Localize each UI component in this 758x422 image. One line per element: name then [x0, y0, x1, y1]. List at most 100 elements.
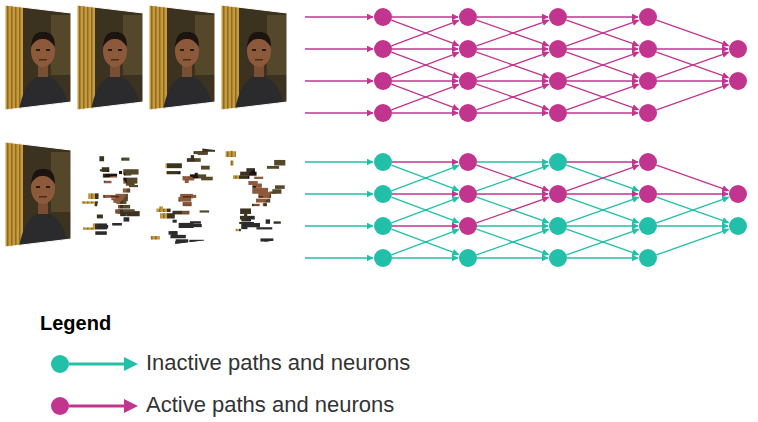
network-path	[656, 165, 728, 191]
neuron	[459, 8, 477, 26]
network-path	[566, 20, 638, 46]
video-frame	[149, 5, 217, 110]
network-path	[392, 193, 458, 194]
video-frame	[5, 5, 73, 110]
video-frame	[77, 5, 145, 110]
network-path	[477, 16, 548, 17]
legend-swatch	[48, 394, 140, 418]
network-path	[476, 84, 548, 110]
neuron	[549, 72, 567, 90]
network-path	[566, 229, 638, 255]
neuron	[374, 217, 392, 235]
neural-network	[305, 153, 747, 267]
network-path	[391, 21, 458, 46]
neuron	[639, 104, 657, 122]
network-path	[567, 112, 638, 113]
network-path	[391, 230, 458, 255]
neuron	[374, 153, 392, 171]
video-frame	[221, 5, 289, 110]
network-path	[657, 225, 728, 226]
neuron	[459, 40, 477, 58]
neuron	[729, 185, 747, 203]
network-path	[656, 84, 728, 110]
network-path	[476, 165, 548, 191]
legend-title: Legend	[40, 312, 111, 334]
network-path	[477, 225, 548, 226]
network-path	[566, 165, 638, 191]
neuron	[639, 185, 657, 203]
network-path	[477, 48, 548, 49]
network-path	[566, 197, 638, 223]
network-path	[567, 80, 638, 81]
neuron	[729, 72, 747, 90]
network-path	[476, 52, 548, 78]
neuron	[729, 217, 747, 235]
network-path	[305, 80, 373, 81]
network-path	[476, 20, 548, 46]
network-path	[476, 197, 548, 223]
network-path	[305, 161, 373, 162]
network-path	[656, 52, 728, 78]
network-path	[477, 193, 548, 194]
network-path	[656, 52, 728, 78]
legend-text: Active paths and neurons	[146, 393, 394, 417]
neuron	[374, 249, 392, 267]
neuron	[459, 72, 477, 90]
network-path	[566, 165, 638, 191]
network-path	[477, 161, 548, 162]
network-path	[391, 165, 458, 190]
network-path	[566, 84, 638, 110]
neuron	[639, 153, 657, 171]
network-path	[391, 198, 458, 223]
network-path	[566, 20, 638, 46]
network-path	[476, 84, 548, 110]
neuron	[549, 104, 567, 122]
network-path	[391, 85, 458, 110]
network-path	[391, 166, 458, 191]
neuron	[459, 217, 477, 235]
network-path	[567, 48, 638, 49]
event-frame	[149, 142, 217, 247]
neuron	[374, 40, 392, 58]
event-frame	[77, 142, 145, 247]
network-path	[476, 197, 548, 223]
network-path	[391, 229, 458, 254]
network-path	[305, 257, 373, 258]
network-path	[656, 20, 728, 46]
neuron	[549, 249, 567, 267]
neuron	[549, 185, 567, 203]
neuron	[459, 153, 477, 171]
network-path	[656, 197, 728, 223]
network-path	[566, 197, 638, 223]
network-path	[657, 193, 728, 194]
network-path	[566, 52, 638, 78]
neuron	[639, 8, 657, 26]
neuron	[549, 40, 567, 58]
network-path	[657, 48, 728, 49]
network-path	[305, 112, 373, 113]
network-path	[476, 229, 548, 255]
network-path	[391, 84, 458, 109]
neuron	[549, 217, 567, 235]
network-path	[566, 52, 638, 78]
network-path	[656, 229, 728, 255]
neuron	[374, 8, 392, 26]
neuron	[639, 40, 657, 58]
neuron	[374, 72, 392, 90]
network-path	[567, 257, 638, 258]
network-path	[391, 20, 458, 45]
network-path	[305, 193, 373, 194]
neural-network	[305, 8, 747, 122]
network-path	[567, 193, 638, 194]
network-path	[392, 257, 458, 258]
network-path	[476, 229, 548, 255]
network-path	[477, 257, 548, 258]
network-path	[305, 16, 373, 17]
neuron	[639, 249, 657, 267]
neuron	[374, 104, 392, 122]
neuron	[639, 72, 657, 90]
network-path	[391, 53, 458, 78]
network-path	[567, 16, 638, 17]
network-path	[392, 225, 458, 226]
neuron	[549, 153, 567, 171]
